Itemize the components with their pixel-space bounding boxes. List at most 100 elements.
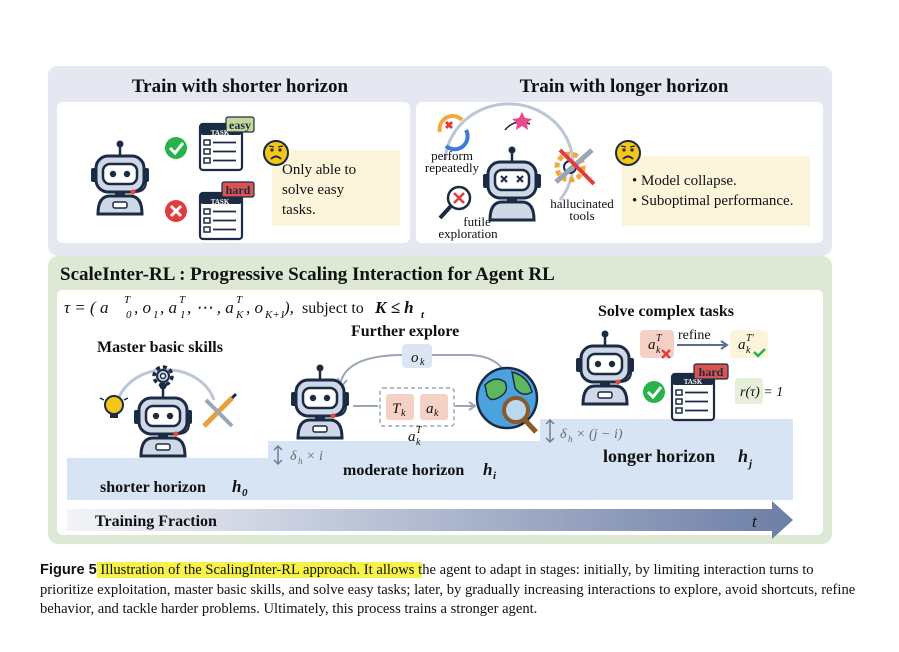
- svg-text:subject to: subject to: [302, 300, 364, 317]
- cross-icon: [165, 200, 187, 222]
- perform-label-2: repeatedly: [425, 160, 480, 175]
- svg-text:δ: δ: [560, 427, 567, 442]
- check-icon: [165, 137, 187, 159]
- training-fraction-label: Training Fraction: [95, 513, 217, 530]
- h0-label: shorter horizon: [100, 479, 206, 496]
- svg-text:T: T: [179, 294, 186, 306]
- caption-label: Figure 5: [40, 562, 97, 578]
- caption-text: he agent to adapt in stages: initially, …: [40, 562, 856, 617]
- svg-text:hard: hard: [699, 365, 724, 379]
- svg-text:K ≤ h: K ≤ h: [374, 298, 414, 317]
- delta-j-annotation: δ h × (j − i): [545, 418, 623, 444]
- globe-icon: [475, 366, 539, 434]
- svg-text:a: a: [738, 337, 746, 353]
- svg-text:1: 1: [180, 309, 186, 321]
- svg-text:h: h: [232, 477, 241, 496]
- sad-face-icon: [263, 140, 289, 166]
- svg-text:h: h: [568, 434, 573, 444]
- svg-text:τ = ( a: τ = ( a: [64, 298, 108, 317]
- svg-text:),: ),: [283, 298, 294, 317]
- short-note-line-1: Only able to: [282, 162, 356, 178]
- svg-text:δ: δ: [290, 449, 297, 464]
- hard-badge: [221, 181, 255, 198]
- check-icon: [643, 381, 665, 403]
- svg-text:1: 1: [153, 309, 159, 321]
- perform-label-1: perform: [431, 148, 473, 163]
- svg-text:, o: , o: [246, 298, 263, 317]
- magnifier-cross-icon: [438, 185, 472, 220]
- observation-box: [402, 344, 432, 368]
- gear-icon: [152, 365, 174, 387]
- long-note-box: [622, 156, 810, 226]
- time-label: t: [752, 512, 758, 531]
- svg-text:h: h: [483, 460, 492, 479]
- delta-i-annotation: δ h × i: [273, 444, 323, 466]
- right-panel-title: Train with longer horizon: [520, 76, 729, 97]
- svg-text:k: k: [401, 408, 406, 419]
- svg-text:k: k: [434, 408, 439, 419]
- svg-text:, ⋯ , a: , ⋯ , a: [187, 298, 234, 317]
- svg-text:, a: , a: [160, 298, 177, 317]
- hallucinated-label-2: tools: [569, 208, 594, 223]
- svg-text:0: 0: [242, 487, 248, 499]
- long-note-line-2: • Suboptimal performance.: [632, 193, 793, 209]
- svg-text:j: j: [747, 458, 753, 470]
- svg-text:K: K: [235, 309, 244, 321]
- svg-text:T: T: [416, 425, 423, 436]
- reward-label: r(τ) = 1: [740, 385, 783, 400]
- task-label: TASK: [684, 378, 703, 386]
- svg-text:h: h: [298, 456, 303, 466]
- short-note-line-2: solve easy: [282, 182, 345, 198]
- svg-text:a: a: [426, 401, 434, 417]
- action-caption: a: [408, 429, 416, 445]
- svg-text:i: i: [493, 470, 497, 482]
- observation-loop-arrow: [339, 354, 506, 386]
- hard-badge: [693, 363, 729, 380]
- shorter-horizon-bar: [67, 458, 268, 500]
- svg-text:T: T: [124, 294, 131, 306]
- confused-robot-icon: [483, 146, 541, 222]
- caption-highlight: Illustration of the ScalingInter-RL appr…: [96, 562, 423, 578]
- task-label: TASK: [211, 198, 230, 206]
- broken-tools-icon: [554, 148, 596, 186]
- svg-text:k: k: [746, 345, 751, 356]
- refine-label: refine: [678, 328, 711, 343]
- refined-action-box: [730, 330, 768, 358]
- action-box: [420, 394, 448, 420]
- figure-caption: Figure 5 Illustration of the ScalingInte…: [40, 561, 862, 620]
- svg-text:0: 0: [126, 309, 132, 321]
- original-action-box: [640, 330, 674, 358]
- thought-box: [386, 394, 414, 420]
- repeat-cycle-icon: [437, 114, 470, 152]
- svg-text:k: k: [656, 345, 661, 356]
- svg-text:hard: hard: [226, 183, 251, 197]
- method-title: ScaleInter-RL : Progressive Scaling Inte…: [60, 264, 555, 285]
- further-explore-label: Further explore: [351, 323, 459, 340]
- dizzy-stars-icon: [504, 112, 532, 131]
- svg-text:× i: × i: [306, 449, 323, 464]
- svg-text:k: k: [416, 437, 421, 448]
- training-fraction-arrow: [67, 501, 793, 539]
- action-group-box: [379, 387, 455, 427]
- svg-text:k: k: [420, 357, 425, 368]
- tools-icon: [202, 392, 238, 428]
- task-label: TASK: [211, 129, 230, 137]
- easy-badge: [225, 116, 255, 133]
- reward-box: [735, 378, 763, 404]
- trajectory-formula: τ = ( a 0 T , o 1 , a 1 T , ⋯ , a K T , …: [64, 294, 425, 321]
- futile-label-1: futile: [463, 214, 491, 229]
- svg-text:× (j − i): × (j − i): [576, 427, 623, 442]
- check-icon: [753, 348, 766, 358]
- short-note-box: [272, 150, 400, 226]
- futile-label-2: exploration: [438, 226, 498, 241]
- svg-text:T′: T′: [746, 333, 755, 344]
- master-skills-label: Master basic skills: [97, 339, 223, 356]
- svg-text:easy: easy: [229, 118, 251, 132]
- long-note-line-1: • Model collapse.: [632, 173, 737, 189]
- svg-text:a: a: [648, 337, 656, 353]
- left-panel-title: Train with shorter horizon: [132, 76, 349, 97]
- solve-complex-label: Solve complex tasks: [598, 303, 734, 320]
- short-note-line-3: tasks.: [282, 202, 316, 218]
- svg-text:, o: , o: [134, 298, 151, 317]
